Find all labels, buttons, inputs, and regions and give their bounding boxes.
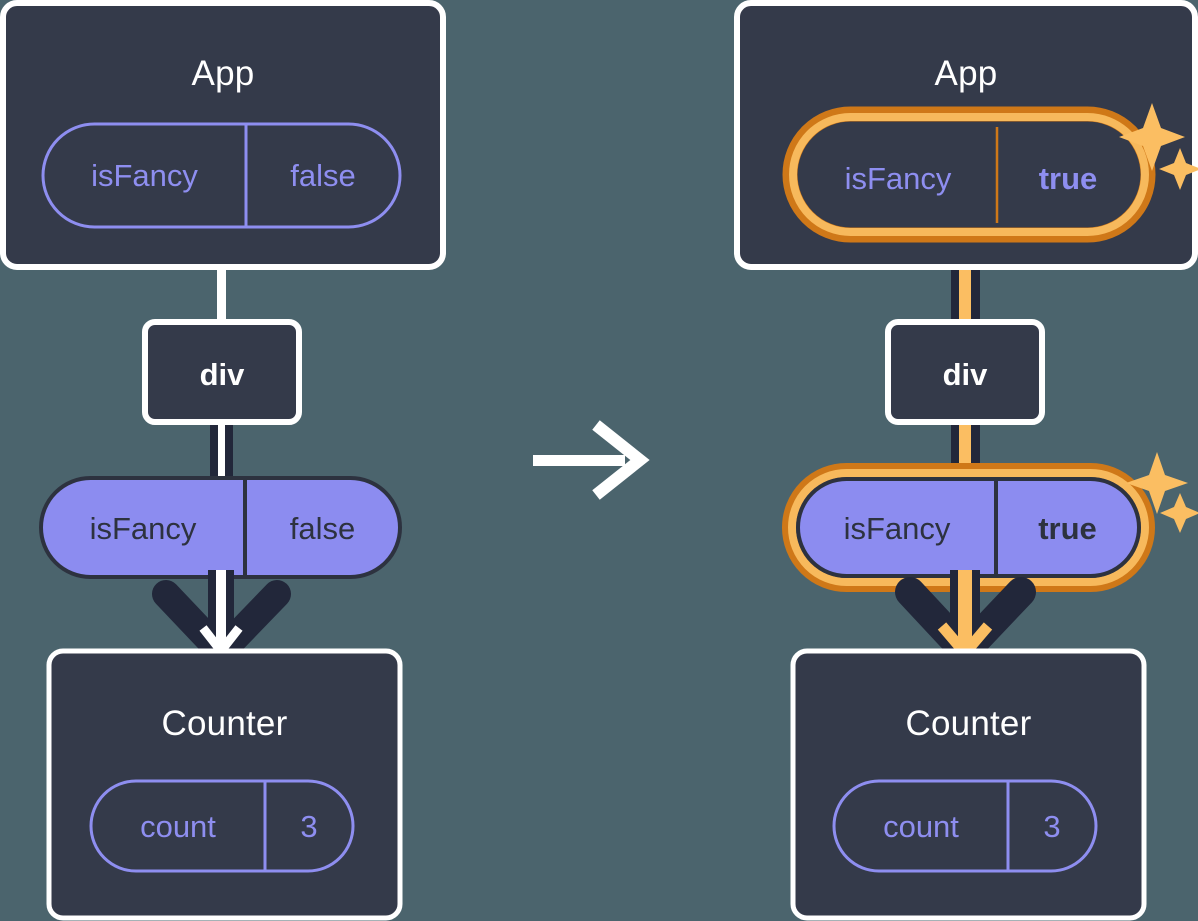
- left-prop-pill-key: isFancy: [89, 511, 197, 546]
- right-app-title: App: [934, 54, 998, 93]
- right-div-node: [885, 319, 1045, 425]
- left-counter-state-pill: [89, 779, 355, 873]
- right-counter-state-key: count: [883, 809, 959, 844]
- sparkle-app-pill-icon: [1119, 103, 1198, 190]
- right-counter-state-pill: [832, 779, 1098, 873]
- left-counter-state-value: 3: [300, 809, 318, 844]
- left-connector-app-to-div: [217, 262, 226, 324]
- right-app-prop-value: true: [1038, 161, 1098, 196]
- left-div-label: div: [199, 357, 245, 392]
- right-prop-pill-key: isFancy: [843, 511, 951, 546]
- left-app-prop-value: false: [290, 158, 356, 193]
- left-prop-pill: [39, 476, 402, 579]
- right-counter-state-value: 3: [1043, 809, 1061, 844]
- left-prop-pill-value: false: [289, 511, 356, 546]
- right-app-prop-pill: [782, 106, 1156, 243]
- left-counter-title: Counter: [161, 704, 288, 743]
- left-div-node: [142, 319, 302, 425]
- left-app-prop-key: isFancy: [91, 158, 198, 193]
- left-app-box: [0, 0, 446, 270]
- left-counter-state-key: count: [140, 809, 216, 844]
- right-counter-box: [790, 648, 1147, 921]
- left-app-prop-pill: [41, 122, 402, 229]
- right-div-label: div: [942, 357, 988, 392]
- left-counter-box: [46, 648, 403, 921]
- right-app-prop-key: isFancy: [844, 161, 952, 196]
- right-counter-title: Counter: [905, 704, 1032, 743]
- left-connector-div-to-pill: [210, 418, 233, 484]
- transition-arrow-icon: [533, 420, 650, 500]
- sparkle-prop-pill-icon: [1126, 452, 1198, 533]
- left-app-title: App: [191, 54, 255, 93]
- right-prop-pill-value: true: [1038, 511, 1097, 546]
